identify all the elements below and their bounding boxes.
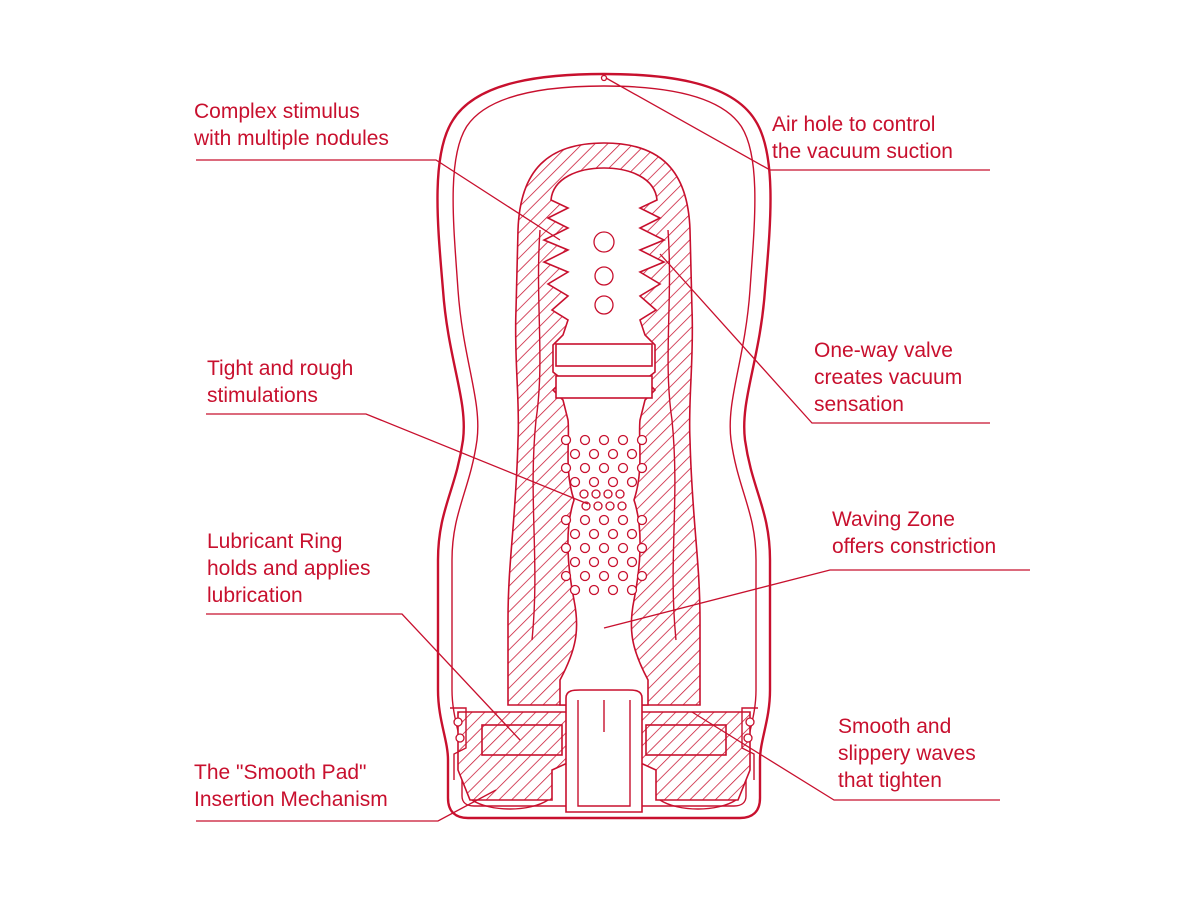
leader-smooth-pad [196,789,497,822]
callout-air-hole: Air hole to control the vacuum suction [772,113,953,163]
leader-lubricant-ring [206,613,521,741]
leader-complex-stimulus [196,159,561,241]
callout-line: slippery waves [838,742,976,765]
callout-line: The "Smooth Pad" [194,761,367,784]
callout-smooth-waves: Smooth and slippery waves that tighten [838,715,982,792]
callout-line: Complex stimulus [194,100,360,123]
nodule-field [560,434,648,596]
callout-line: sensation [814,393,904,416]
callout-tight-rough: Tight and rough stimulations [207,357,359,407]
callout-line: offers constriction [832,535,996,558]
leader-air-hole [605,77,990,171]
callout-waving-zone: Waving Zone offers constriction [832,508,996,558]
callout-line: holds and applies [207,557,370,580]
leader-smooth-waves [691,711,1000,801]
callout-line: Tight and rough [207,357,353,380]
callout-labels: Complex stimulus with multiple nodules A… [193,100,996,811]
callout-line: Waving Zone [832,508,955,531]
leader-lines [196,77,1030,822]
callout-line: Lubricant Ring [207,530,342,553]
callout-line: One-way valve [814,339,953,362]
leader-tight-rough [206,413,589,505]
callout-line: the vacuum suction [772,140,953,163]
callout-smooth-pad: The "Smooth Pad" Insertion Mechanism [194,761,388,811]
inner-sleeve [507,142,701,706]
callout-line: with multiple nodules [193,127,389,150]
callout-lubricant-ring: Lubricant Ring holds and applies lubrica… [207,530,376,607]
leader-waving-zone [603,569,1030,629]
callout-line: Insertion Mechanism [194,788,388,811]
callout-line: Air hole to control [772,113,935,136]
callout-line: creates vacuum [814,366,962,389]
callout-one-way-valve: One-way valve creates vacuum sensation [814,339,968,416]
callout-line: stimulations [207,384,318,407]
callout-line: lubrication [207,584,303,607]
callout-complex-stimulus: Complex stimulus with multiple nodules [193,100,389,150]
base-assembly [450,689,758,813]
callout-line: that tighten [838,769,942,792]
leader-one-way-valve [659,253,990,424]
callout-line: Smooth and [838,715,951,738]
